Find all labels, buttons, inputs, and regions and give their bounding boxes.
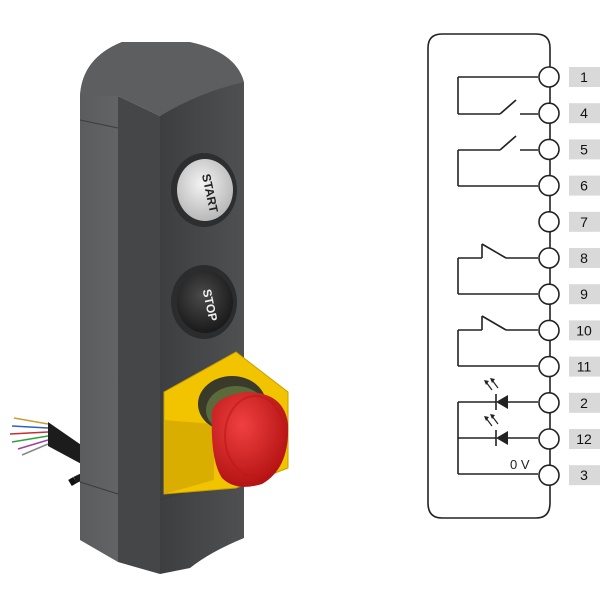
pin-terminal-circle: [538, 174, 560, 197]
pin-terminal: 5: [538, 138, 600, 161]
pin-terminal: 9: [538, 283, 600, 306]
schematic-enclosure: [427, 33, 551, 519]
led-indicator-1-icon: [484, 378, 508, 410]
start-button[interactable]: START: [171, 153, 237, 227]
pin-terminal-circle: [538, 391, 560, 414]
wire: [9, 431, 49, 435]
pin-terminal-circle: [538, 211, 560, 233]
wire: [11, 425, 49, 429]
pin-terminal: 1: [538, 66, 600, 88]
pin-terminal: 10: [538, 319, 600, 342]
wire: [11, 435, 49, 443]
start-contact-no-2: [457, 135, 538, 187]
pin-label: 10: [576, 322, 592, 338]
start-contact-no: [457, 76, 538, 115]
pin-label: 6: [580, 178, 588, 194]
pin-label-box: [569, 392, 600, 413]
pin-label: 7: [580, 214, 588, 230]
pin-label-box: [569, 67, 600, 87]
pin-terminal-circle: [538, 355, 560, 378]
pin-label: 8: [580, 250, 588, 266]
pin-terminal-circle: [538, 247, 560, 269]
pin-label: 5: [580, 141, 588, 157]
pin-terminal: 12: [538, 428, 600, 450]
pin-terminal: 8: [538, 247, 600, 269]
pin-label: 4: [580, 105, 588, 121]
pin-terminal-circle: [538, 102, 560, 124]
wire: [21, 443, 49, 456]
pin-label-box: [569, 103, 600, 124]
pin-terminal-circle: [538, 66, 560, 88]
led-indicator-2-icon: [484, 414, 508, 446]
pin-label-box: [569, 465, 600, 486]
stop-button[interactable]: STOP: [171, 265, 237, 339]
pin-terminal: 7: [538, 211, 600, 233]
pin-label: 9: [580, 286, 588, 302]
pin-label-box: [569, 175, 600, 196]
estop-contact-nc: [457, 315, 538, 367]
pin-label-box: [569, 211, 600, 232]
emergency-stop-cap: [211, 392, 289, 487]
pin-label-box: [569, 320, 600, 341]
pin-label: 1: [580, 69, 588, 85]
emergency-stop-button[interactable]: [163, 351, 289, 495]
control-station: START STOP: [9, 42, 289, 574]
pin-label-box: [569, 139, 600, 160]
pin-label-box: [569, 248, 600, 268]
housing-side-face: [80, 42, 162, 562]
pin-terminal: 4: [538, 102, 600, 124]
pin-terminal-circle: [538, 138, 560, 161]
pin-terminal-circle: [538, 428, 560, 450]
pin-label-box: [569, 356, 600, 377]
wiring-schematic: 1 4 5 6 7 8 9 10 11 2 12 3: [427, 33, 600, 519]
ground-label: 0 V: [510, 457, 530, 472]
pin-label: 2: [580, 395, 588, 411]
pin-label: 12: [576, 431, 592, 447]
pin-terminal-circle: [538, 319, 560, 342]
pin-terminal-circle: [538, 464, 560, 487]
pin-label-box: [569, 284, 600, 305]
pin-terminal: 11: [538, 355, 600, 378]
pin-terminal: 6: [538, 174, 600, 197]
pin-label-box: [569, 429, 600, 449]
pin-terminal: 2: [538, 391, 600, 414]
pin-terminal-circle: [538, 283, 560, 306]
wire: [13, 417, 49, 425]
pin-label: 3: [580, 467, 588, 483]
wire: [17, 439, 49, 450]
stop-contact-nc: [457, 243, 538, 295]
led-circuit: [457, 401, 538, 475]
pin-terminal: 3: [538, 464, 600, 487]
pin-list: 1 4 5 6 7 8 9 10 11 2 12 3: [538, 66, 600, 487]
stop-button-label: STOP: [200, 288, 220, 323]
pin-label: 11: [577, 359, 592, 375]
